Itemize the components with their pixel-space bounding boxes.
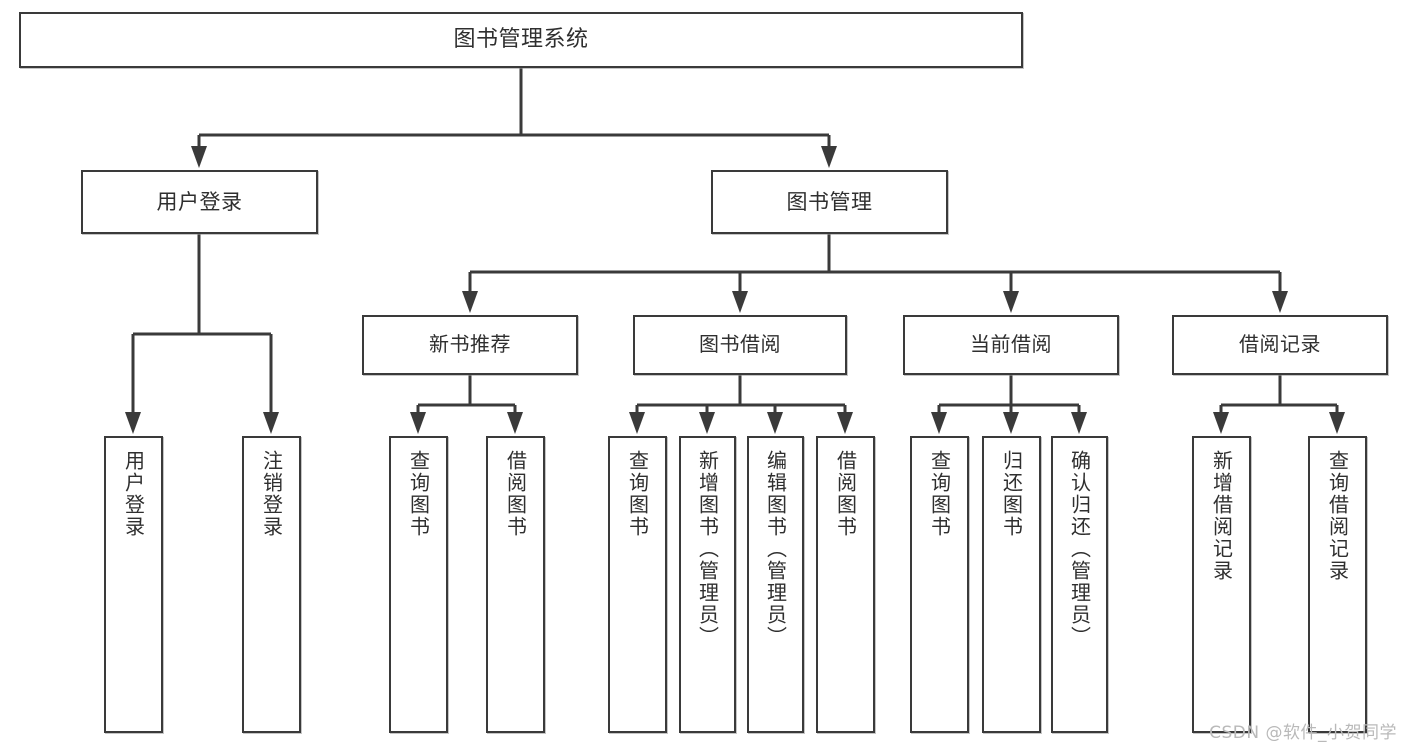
node-leaf-query-record[interactable]: 查询借阅记录 <box>1308 436 1367 733</box>
node-label: 借阅记录 <box>1239 332 1321 357</box>
node-label: 用户登录 <box>121 450 146 538</box>
node-leaf-query-book-2[interactable]: 查询图书 <box>608 436 667 733</box>
node-leaf-query-book-1[interactable]: 查询图书 <box>389 436 448 733</box>
node-current-borrow[interactable]: 当前借阅 <box>903 315 1119 375</box>
connector-c-user-login <box>125 234 279 434</box>
connector-c-new-book-rec <box>410 375 523 434</box>
node-label: 归还图书 <box>999 450 1024 538</box>
node-label: 查询借阅记录 <box>1325 450 1350 582</box>
node-leaf-add-book[interactable]: 新增图书（管理员） <box>679 436 736 733</box>
node-label: 用户登录 <box>156 189 243 214</box>
connector-c-book-borrow <box>629 375 853 434</box>
connector-c-current-borrow <box>931 375 1087 434</box>
node-label: 查询图书 <box>406 450 431 538</box>
node-label: 图书管理 <box>786 189 873 214</box>
node-label: 新增借阅记录 <box>1209 450 1234 582</box>
node-leaf-borrow-book-2[interactable]: 借阅图书 <box>816 436 875 733</box>
node-label: 编辑图书（管理员） <box>763 450 788 648</box>
node-leaf-confirm-return[interactable]: 确认归还（管理员） <box>1051 436 1108 733</box>
connector-c-borrow-record <box>1213 375 1345 434</box>
node-label: 图书管理系统 <box>453 27 589 53</box>
node-leaf-return-book[interactable]: 归还图书 <box>982 436 1041 733</box>
node-leaf-query-book-3[interactable]: 查询图书 <box>910 436 969 733</box>
connector-c-book-manage <box>462 234 1288 313</box>
node-label: 确认归还（管理员） <box>1067 450 1092 648</box>
node-label: 借阅图书 <box>503 450 528 538</box>
node-new-book-rec[interactable]: 新书推荐 <box>362 315 578 375</box>
node-label: 图书借阅 <box>699 332 781 357</box>
node-borrow-record[interactable]: 借阅记录 <box>1172 315 1388 375</box>
node-label: 新增图书（管理员） <box>695 450 720 648</box>
node-leaf-user-login[interactable]: 用户登录 <box>104 436 163 733</box>
node-leaf-user-logout[interactable]: 注销登录 <box>242 436 301 733</box>
node-label: 当前借阅 <box>970 332 1052 357</box>
node-leaf-edit-book[interactable]: 编辑图书（管理员） <box>747 436 804 733</box>
node-user-login[interactable]: 用户登录 <box>81 170 318 234</box>
node-label: 查询图书 <box>625 450 650 538</box>
node-leaf-borrow-book-1[interactable]: 借阅图书 <box>486 436 545 733</box>
watermark-label: CSDN @软件_小贺同学 <box>1209 723 1397 743</box>
node-label: 借阅图书 <box>833 450 858 538</box>
node-book-borrow[interactable]: 图书借阅 <box>633 315 847 375</box>
node-leaf-add-record[interactable]: 新增借阅记录 <box>1192 436 1251 733</box>
connector-c-root <box>191 68 837 168</box>
node-book-manage[interactable]: 图书管理 <box>711 170 948 234</box>
node-label: 查询图书 <box>927 450 952 538</box>
node-root[interactable]: 图书管理系统 <box>19 12 1023 68</box>
node-label: 注销登录 <box>259 450 284 538</box>
node-label: 新书推荐 <box>429 332 511 357</box>
